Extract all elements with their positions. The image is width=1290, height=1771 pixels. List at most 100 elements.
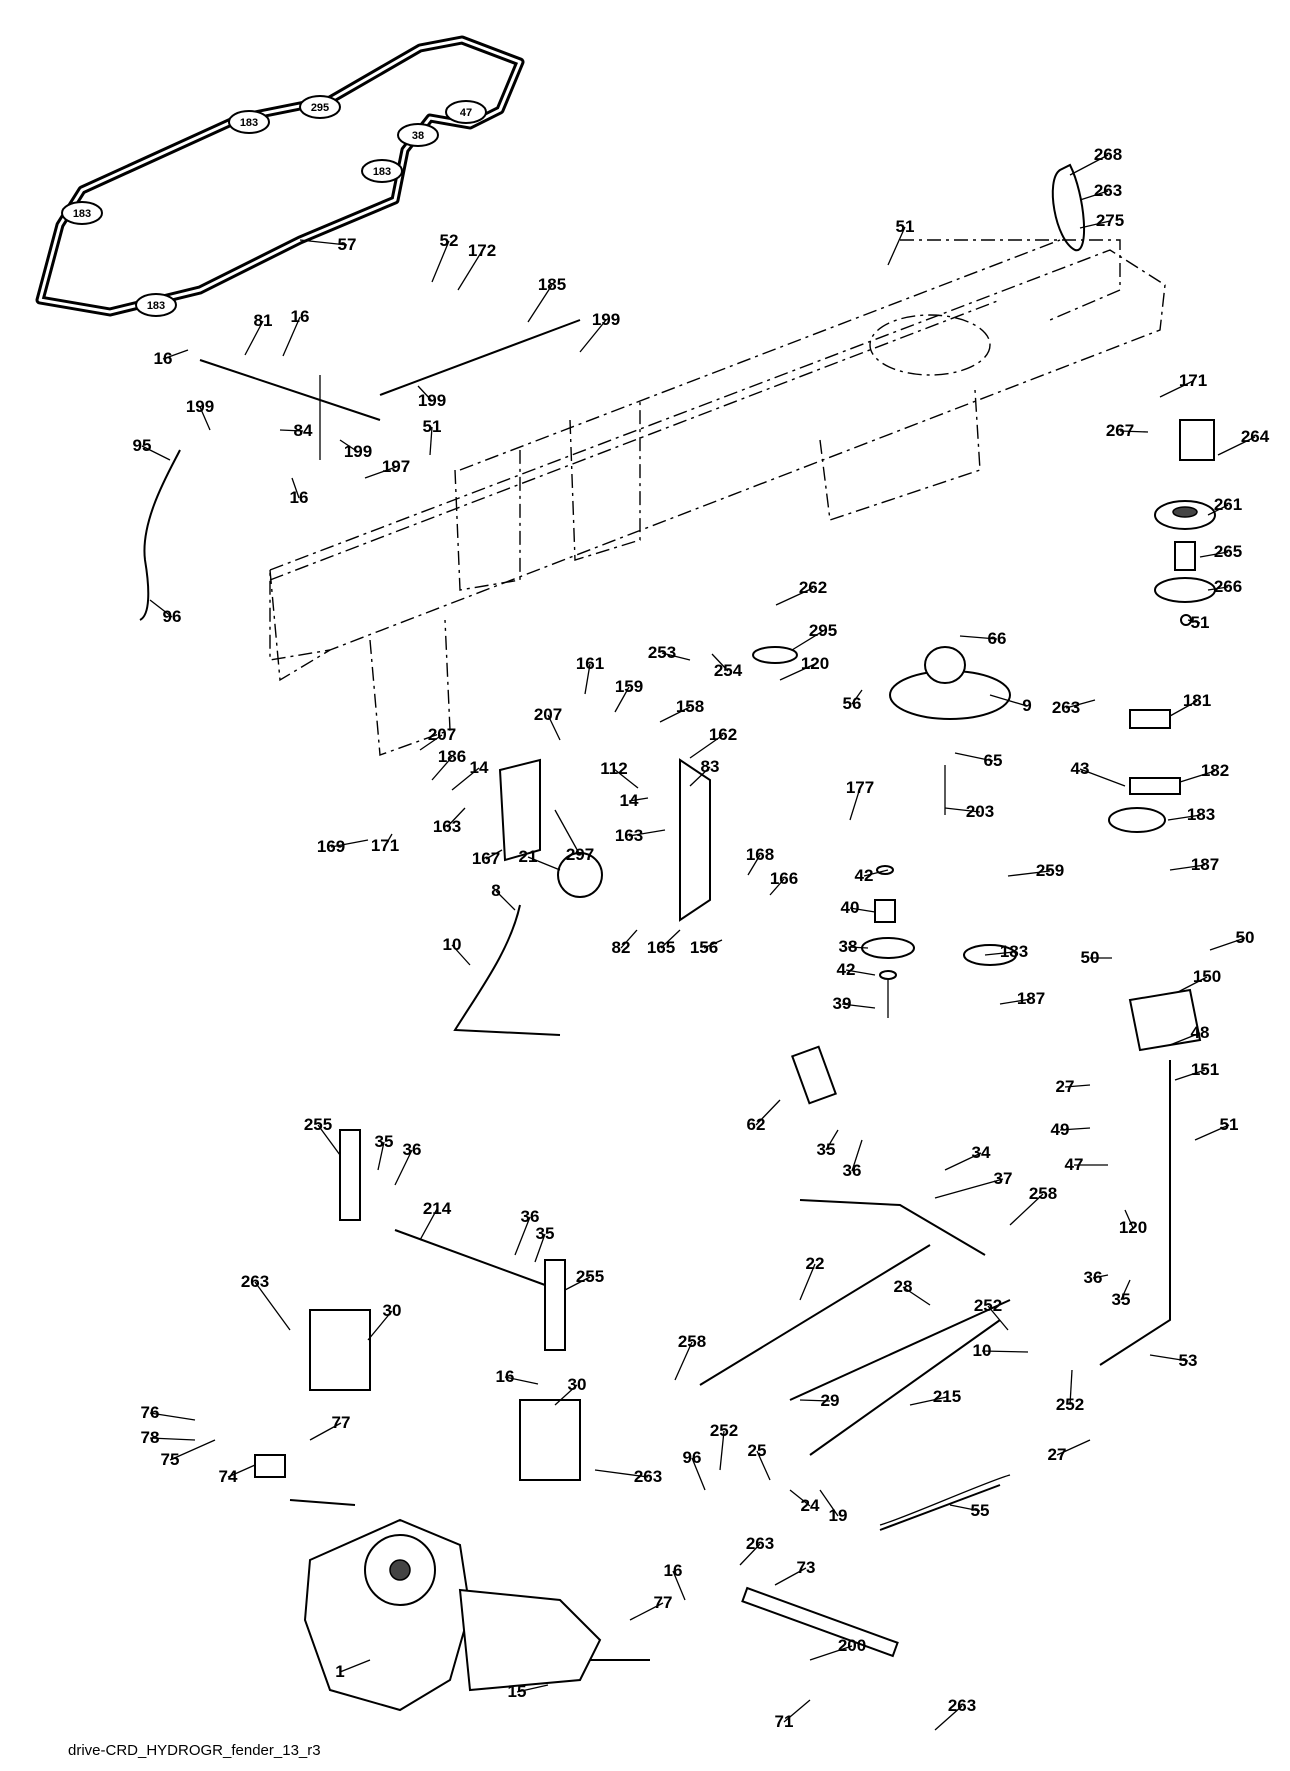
leader-line-163 <box>628 829 666 837</box>
part-number-50: 50 <box>1081 948 1100 967</box>
part-number-74: 74 <box>219 1467 238 1486</box>
leader-line-71 <box>783 1699 811 1723</box>
leader-line-252 <box>1069 1369 1073 1406</box>
leader-line-263 <box>254 1281 291 1331</box>
leader-line-16 <box>291 477 300 499</box>
frame-phantom <box>269 239 1166 756</box>
leader-line-10 <box>451 944 471 966</box>
part-number-215: 215 <box>933 1387 961 1406</box>
leader-line-62 <box>755 1099 781 1126</box>
part-number-186: 186 <box>438 747 466 766</box>
part-number-73: 73 <box>797 1558 816 1577</box>
leader-line-16 <box>162 349 189 360</box>
leader-line-16 <box>672 1570 686 1601</box>
leader-line-199 <box>579 319 607 353</box>
part-number-263: 263 <box>241 1272 269 1291</box>
leader-line-1 <box>339 1659 371 1673</box>
part-number-51: 51 <box>896 217 915 236</box>
leader-line-259 <box>1007 870 1051 877</box>
leader-line-30 <box>367 1310 393 1341</box>
leader-line-181 <box>1169 700 1198 717</box>
part-number-252: 252 <box>710 1421 738 1440</box>
leader-line-275 <box>1079 220 1111 229</box>
part-number-150: 150 <box>1193 967 1221 986</box>
part-number-264: 264 <box>1241 427 1270 446</box>
leader-line-50 <box>1209 937 1246 951</box>
part-number-95: 95 <box>133 436 152 455</box>
pulley-badge-183: 183 <box>361 159 403 183</box>
leader-line-162 <box>689 734 724 759</box>
leader-line-199 <box>339 439 359 453</box>
leader-line-14 <box>451 767 480 791</box>
part-number-199: 199 <box>592 310 620 329</box>
part-number-37: 37 <box>994 1169 1013 1188</box>
part-number-16: 16 <box>496 1367 515 1386</box>
part-number-77: 77 <box>332 1413 351 1432</box>
part-number-297: 297 <box>566 845 594 864</box>
part-number-165: 165 <box>647 938 675 957</box>
part-number-8: 8 <box>491 881 500 900</box>
part-number-162: 162 <box>709 725 737 744</box>
leader-line-186 <box>431 756 453 781</box>
part-number-120: 120 <box>1119 1218 1147 1237</box>
part-number-268: 268 <box>1094 145 1122 164</box>
part-number-40: 40 <box>841 898 860 917</box>
leader-line-295 <box>791 630 824 651</box>
part-number-39: 39 <box>833 994 852 1013</box>
part-number-182: 182 <box>1201 761 1229 780</box>
part-number-49: 49 <box>1051 1120 1070 1139</box>
part-number-96: 96 <box>683 1448 702 1467</box>
pulley-badge-label: 183 <box>73 208 91 220</box>
part-number-258: 258 <box>678 1332 706 1351</box>
part-number-151: 151 <box>1191 1060 1219 1079</box>
transaxle <box>254 1454 650 1712</box>
leader-line-158 <box>659 706 691 723</box>
leader-line-75 <box>169 1439 216 1461</box>
part-number-261: 261 <box>1214 495 1242 514</box>
part-number-199: 199 <box>344 442 372 461</box>
part-number-10: 10 <box>973 1341 992 1360</box>
leader-line-252 <box>719 1430 725 1471</box>
leader-line-161 <box>584 663 591 695</box>
leader-line-82 <box>620 929 638 949</box>
part-number-185: 185 <box>538 275 566 294</box>
part-number-199: 199 <box>418 391 446 410</box>
leader-line-35 <box>534 1233 546 1263</box>
leader-line-24 <box>789 1489 811 1507</box>
drive-belt <box>35 35 525 317</box>
center-pulley-stack <box>752 646 1011 1018</box>
leader-line-16 <box>282 316 301 357</box>
part-number-263: 263 <box>1094 181 1122 200</box>
leader-line-38 <box>847 946 869 949</box>
part-number-169: 169 <box>317 837 345 856</box>
leader-line-28 <box>902 1286 931 1306</box>
part-number-35: 35 <box>536 1224 555 1243</box>
part-number-22: 22 <box>806 1254 825 1273</box>
leader-line-30 <box>554 1384 578 1406</box>
leader-line-182 <box>1179 770 1216 783</box>
leader-line-43 <box>1079 768 1126 787</box>
part-number-16: 16 <box>291 307 310 326</box>
leader-line-78 <box>149 1437 196 1441</box>
leader-line-252 <box>987 1305 1009 1331</box>
leader-line-151 <box>1174 1069 1206 1081</box>
leader-line-263 <box>1065 699 1096 709</box>
part-number-27: 27 <box>1056 1077 1075 1096</box>
leader-line-171 <box>384 833 393 847</box>
part-number-163: 163 <box>615 826 643 845</box>
part-number-30: 30 <box>383 1301 402 1320</box>
part-number-171: 171 <box>1179 371 1207 390</box>
part-number-52: 52 <box>440 231 459 250</box>
leader-line-200 <box>809 1645 853 1661</box>
leader-line-19 <box>819 1489 839 1517</box>
leader-line-112 <box>613 768 639 789</box>
part-number-203: 203 <box>966 802 994 821</box>
part-number-207: 207 <box>534 705 562 724</box>
part-number-51: 51 <box>423 417 442 436</box>
part-number-267: 267 <box>1106 421 1134 440</box>
part-number-200: 200 <box>838 1636 866 1655</box>
leader-line-51 <box>429 426 433 456</box>
lower-linkage <box>309 988 1202 1658</box>
leader-line-42 <box>863 869 889 877</box>
leader-line-187 <box>999 998 1032 1005</box>
